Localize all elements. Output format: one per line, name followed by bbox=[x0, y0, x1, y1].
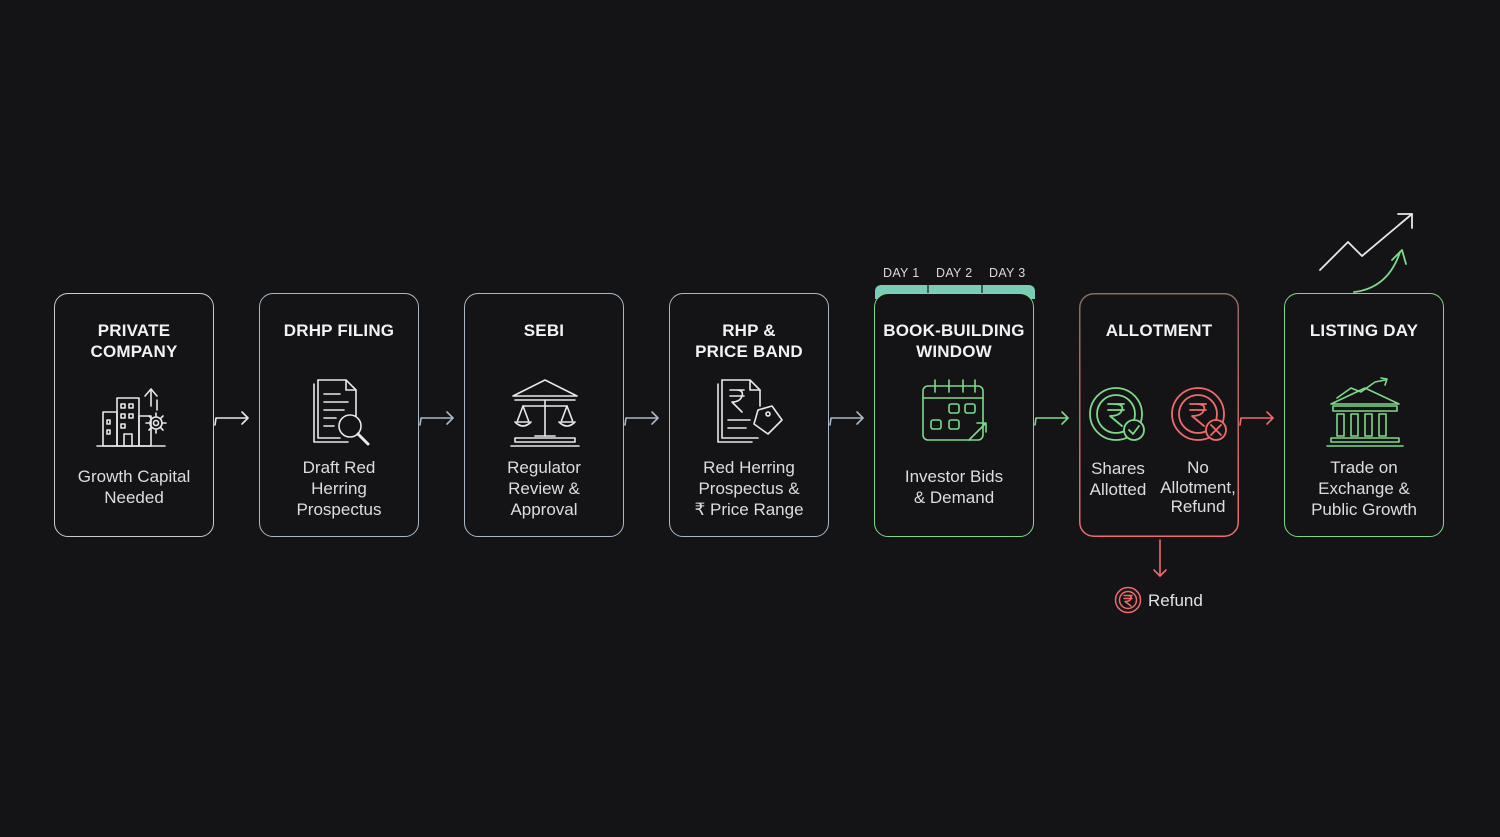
stage-allotment: ALLOTMENT Shares Allotted No Allotment, … bbox=[1078, 292, 1239, 537]
market-growth-arrows-icon bbox=[1319, 213, 1413, 293]
stage-title: PRIVATE COMPANY bbox=[90, 321, 178, 361]
rupee-document-tag-icon bbox=[717, 379, 783, 443]
stage-listing-day: LISTING DAY Trade on Exchange & Public G… bbox=[1284, 293, 1444, 537]
day-1-label: DAY 1 bbox=[883, 266, 920, 280]
flow-arrow bbox=[419, 405, 459, 431]
stage-title: BOOK-BUILDING WINDOW bbox=[883, 321, 1025, 361]
stage-description: Trade on Exchange & Public Growth bbox=[1311, 458, 1417, 519]
stage-private-company: PRIVATE COMPANY Growth Capital Needed bbox=[54, 293, 214, 537]
stage-title: ALLOTMENT bbox=[1105, 321, 1213, 340]
stage-description: Draft Red Herring Prospectus bbox=[296, 458, 382, 519]
day-2-label: DAY 2 bbox=[936, 266, 973, 280]
allotment-gradient-border bbox=[1078, 292, 1239, 537]
refund-down-arrow bbox=[1153, 539, 1167, 577]
stage-description: Growth Capital Needed bbox=[77, 467, 191, 507]
stage-rhp-price-band: RHP & PRICE BAND Red Herring Prospectus … bbox=[669, 293, 829, 537]
stage-title: RHP & PRICE BAND bbox=[695, 321, 803, 361]
stage-description: Regulator Review & Approval bbox=[507, 458, 581, 519]
rupee-coin-cross-icon bbox=[1171, 387, 1227, 441]
day-3-label: DAY 3 bbox=[989, 266, 1026, 280]
day-divider bbox=[981, 285, 983, 293]
flow-arrow bbox=[829, 405, 869, 431]
stage-title: LISTING DAY bbox=[1309, 321, 1419, 340]
stage-book-building-window: BOOK-BUILDING WINDOW Investor Bids & Dem… bbox=[874, 293, 1034, 537]
office-building-growth-icon bbox=[96, 388, 167, 447]
rupee-coin-icon bbox=[1114, 586, 1142, 614]
no-allotment-refund-label: No Allotment, Refund bbox=[1160, 458, 1236, 516]
stage-title: SEBI bbox=[523, 321, 565, 340]
flow-arrow bbox=[1239, 405, 1279, 431]
stage-sebi: SEBI Regulator Review & Approval bbox=[464, 293, 624, 537]
courthouse-scales-icon bbox=[510, 379, 580, 447]
stage-description: Red Herring Prospectus & ₹ Price Range bbox=[694, 458, 804, 519]
stage-drhp-filing: DRHP FILING Draft Red Herring Prospectus bbox=[259, 293, 419, 537]
flow-arrow bbox=[1034, 405, 1074, 431]
flow-arrow bbox=[624, 405, 664, 431]
document-search-icon bbox=[313, 379, 370, 446]
stage-title: DRHP FILING bbox=[283, 321, 395, 340]
refund-label: Refund bbox=[1148, 591, 1203, 610]
shares-allotted-label: Shares Allotted bbox=[1089, 459, 1147, 499]
calendar-bids-icon bbox=[922, 379, 987, 441]
exchange-growth-icon bbox=[1326, 377, 1404, 447]
rupee-coin-check-icon bbox=[1089, 387, 1145, 441]
flow-arrow bbox=[214, 405, 254, 431]
stage-description: Investor Bids & Demand bbox=[904, 467, 1004, 507]
day-divider bbox=[927, 285, 929, 293]
